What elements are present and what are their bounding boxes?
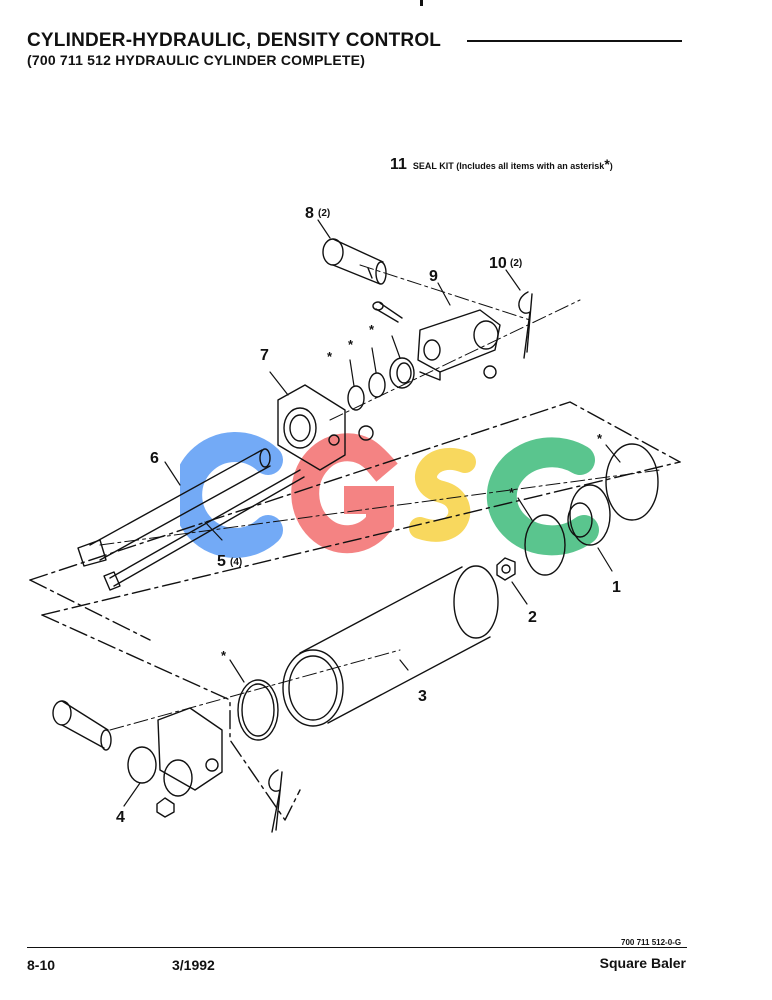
callout-10-qty: (2): [510, 258, 522, 269]
watermark: [180, 432, 599, 558]
callout-3: 3: [418, 688, 427, 705]
lower-o-ring: [237, 679, 279, 741]
callout-1: 1: [612, 579, 621, 596]
seal-kit-asterisk: *: [604, 156, 610, 172]
asterisk-mark: *: [369, 322, 375, 337]
page-top-mark: [420, 0, 423, 6]
part-10-spring-pin-bottom: [268, 769, 283, 833]
callout-labels: 1 2 3 4 5 (4) 6 7 8 (2) 9 10 (2): [116, 205, 621, 826]
asterisk-mark: *: [348, 337, 354, 352]
callout-5: 5: [217, 553, 226, 570]
callout-5-qty: (4): [230, 557, 242, 568]
part-2-nut: [496, 557, 516, 581]
assembly-plane-outline: [29, 401, 681, 821]
asterisk-marks: * * * * * *: [221, 322, 603, 663]
part-8-pin-bottom: [52, 700, 112, 751]
title-rule: [467, 40, 682, 42]
watermark-letter-s: [409, 447, 476, 542]
drawing-reference-code: 700 711 512-0-G: [621, 938, 682, 947]
asterisk-mark: *: [509, 485, 515, 500]
part-7-end-cap: [277, 384, 374, 471]
callout-8: 8: [305, 205, 314, 222]
callout-9: 9: [429, 268, 438, 285]
part-3-cylinder-tube: [282, 565, 499, 727]
asterisk-mark: *: [597, 431, 603, 446]
part-5-tie-rod: [103, 469, 305, 591]
seal-kit-close: ): [609, 161, 613, 171]
callout-10: 10: [489, 255, 507, 272]
callout-2: 2: [528, 609, 537, 626]
callout-6: 6: [150, 450, 159, 467]
asterisk-mark: *: [327, 349, 333, 364]
watermark-letter-g: [291, 433, 398, 554]
part-8-pin-top: [322, 238, 387, 285]
seal-kit-text: SEAL KIT (Includes all items with an ast…: [412, 161, 605, 171]
seal-kit-number: 11: [390, 156, 407, 173]
upper-seals: [347, 357, 415, 411]
watermark-letter-c2: [486, 437, 599, 556]
part-4-base-clevis: [127, 707, 223, 818]
part-6-piston-rod: [77, 448, 271, 567]
page-title: CYLINDER-HYDRAULIC, DENSITY CONTROL: [27, 30, 442, 51]
product-name: Square Baler: [599, 955, 686, 971]
part-1-piston: [524, 443, 659, 576]
publication-date: 3/1992: [172, 957, 215, 973]
center-lines: [99, 264, 661, 731]
seal-kit-note: 11 SEAL KIT (Includes all items with an a…: [390, 156, 613, 174]
callout-8-qty: (2): [318, 208, 330, 219]
callout-4: 4: [116, 809, 125, 826]
part-10-spring-pin-top: [518, 291, 533, 359]
callout-7: 7: [260, 347, 269, 364]
clevis-bolt: [372, 301, 403, 323]
page-subtitle: (700 711 512 HYDRAULIC CYLINDER COMPLETE…: [27, 52, 366, 68]
watermark-letter-c1: [180, 432, 283, 558]
asterisk-mark: *: [221, 648, 227, 663]
page-number: 8-10: [27, 957, 56, 973]
footer-rule: [27, 947, 687, 948]
part-9-clevis: [417, 309, 501, 381]
leader-lines: [123, 219, 621, 807]
